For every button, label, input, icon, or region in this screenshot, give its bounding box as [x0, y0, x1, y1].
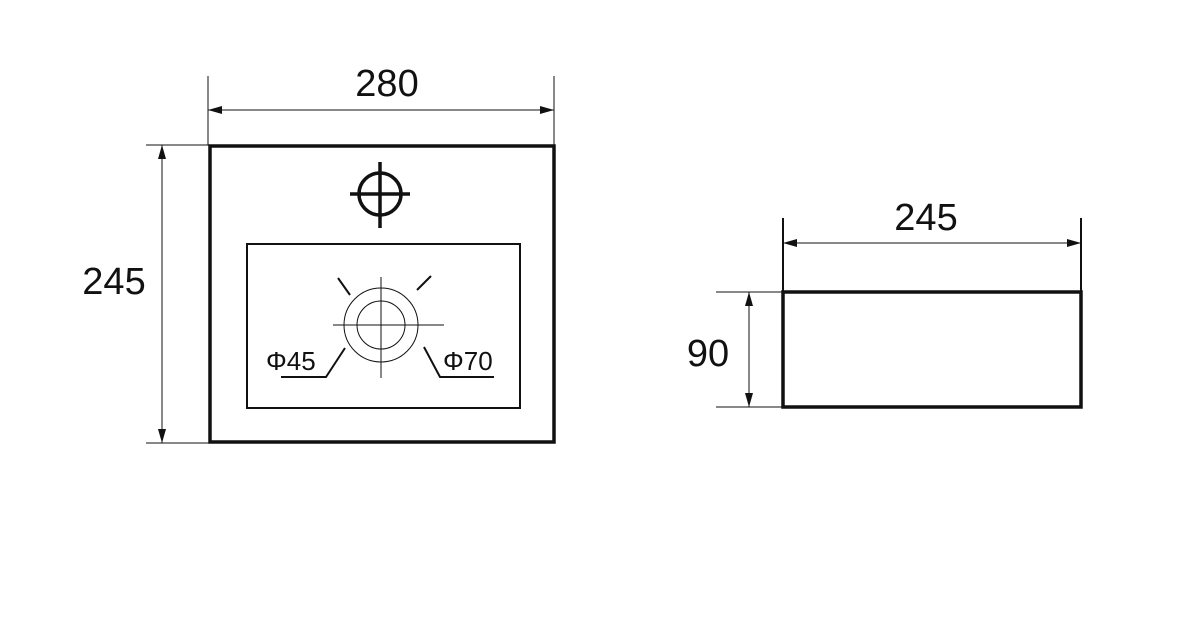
width-arrow-left: [208, 106, 222, 114]
side-height-label: 90: [687, 333, 729, 375]
phi45-leader: [281, 347, 346, 378]
side-width-label: 245: [894, 197, 957, 239]
faucet-hole-marker: [350, 162, 410, 228]
top-width-label: 280: [355, 63, 418, 105]
drain-symbol: [281, 275, 494, 378]
height-arrow-bottom: [158, 429, 166, 443]
width-arrow-right: [540, 106, 554, 114]
side-height-arrow-top: [745, 292, 753, 306]
top-view: 280 245 Φ45: [82, 63, 556, 444]
side-width-arrow-left: [783, 239, 797, 247]
phi70-leader: [423, 346, 494, 378]
side-width-arrow-right: [1067, 239, 1081, 247]
drain-outer-diameter-label: Φ70: [443, 346, 493, 376]
side-profile-outline: [781, 290, 1083, 409]
drain-tick-left: [337, 277, 351, 296]
height-arrow-top: [158, 145, 166, 159]
drain-tick-right: [416, 275, 432, 291]
top-height-label: 245: [82, 261, 145, 303]
basin-outline: [208, 144, 556, 444]
side-view: 245 90: [687, 197, 1083, 409]
drain-inner-diameter-label: Φ45: [266, 346, 316, 376]
side-height-arrow-bottom: [745, 393, 753, 407]
inner-bowl: [246, 243, 521, 409]
